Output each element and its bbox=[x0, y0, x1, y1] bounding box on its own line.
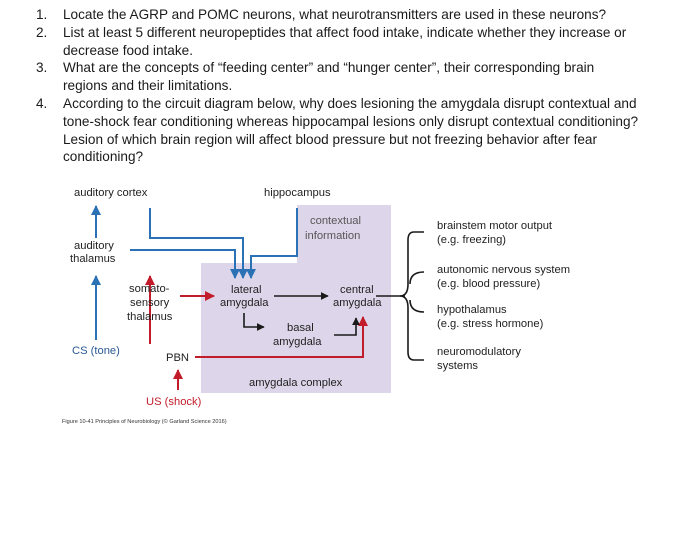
question-text-line: According to the circuit diagram below, … bbox=[63, 95, 637, 111]
question-text-line: tone-shock fear conditioning whereas hip… bbox=[63, 113, 639, 129]
question-4: 4. According to the circuit diagram belo… bbox=[36, 95, 676, 166]
hippocampus-label: hippocampus bbox=[264, 187, 331, 199]
pbn-to-central-pathway bbox=[195, 316, 368, 358]
contextual-information-label: contextual information bbox=[305, 215, 364, 242]
question-text-line: List at least 5 different neuropeptides … bbox=[63, 24, 627, 40]
basal-amygdala-label: basal amygdala bbox=[273, 322, 322, 348]
auditory-thalamus-label: auditory thalamus bbox=[70, 240, 117, 265]
thalamus-to-lateral-pathway bbox=[130, 249, 240, 279]
question-list: 1. Locate the AGRP and POMC neurons, wha… bbox=[36, 6, 676, 166]
auditory-cortex-label: auditory cortex bbox=[74, 187, 148, 199]
output-neuromodulatory-systems: neuromodulatory systems bbox=[437, 346, 524, 372]
output-autonomic-nervous-system: autonomic nervous system (e.g. blood pre… bbox=[437, 264, 573, 290]
question-3: 3. What are the concepts of “feeding cen… bbox=[36, 59, 676, 95]
hippocampus-to-lateral-pathway bbox=[246, 208, 298, 279]
question-text-line: Locate the AGRP and POMC neurons, what n… bbox=[63, 7, 607, 22]
question-number: 2. bbox=[36, 24, 48, 40]
cortex-to-lateral-pathway bbox=[149, 208, 248, 279]
us-shock-label: US (shock) bbox=[146, 396, 202, 408]
question-number: 4. bbox=[36, 95, 48, 111]
question-number: 3. bbox=[36, 60, 48, 76]
output-bracket-inner bbox=[409, 271, 425, 313]
question-text-line: regions and their limitations. bbox=[63, 78, 233, 94]
somatosensory-thalamus-label: somato- sensory thalamus bbox=[127, 283, 173, 323]
central-amygdala-label: central amygdala bbox=[333, 284, 382, 309]
output-brainstem-motor: brainstem motor output (e.g. freezing) bbox=[437, 220, 555, 246]
lateral-to-basal-arrow bbox=[243, 313, 265, 331]
question-text-line: conditioning? bbox=[63, 149, 144, 165]
amygdala-complex-label: amygdala complex bbox=[249, 377, 343, 389]
amygdala-complex-region bbox=[201, 263, 391, 393]
cs-tone-label: CS (tone) bbox=[72, 345, 120, 357]
basal-to-central-arrow bbox=[334, 317, 360, 336]
question-2: 2. List at least 5 different neuropeptid… bbox=[36, 24, 676, 60]
hippocampus-region bbox=[297, 205, 391, 263]
question-text-line: decrease food intake. bbox=[63, 42, 193, 58]
lateral-amygdala-label: lateral amygdala bbox=[220, 284, 269, 309]
question-1: 1. Locate the AGRP and POMC neurons, wha… bbox=[36, 6, 676, 24]
question-text-line: Lesion of which brain region will affect… bbox=[63, 131, 597, 147]
question-number: 1. bbox=[36, 7, 48, 22]
output-bracket bbox=[399, 231, 424, 361]
question-text-line: What are the concepts of “feeding center… bbox=[63, 60, 595, 76]
pbn-label: PBN bbox=[166, 352, 189, 364]
figure-caption: Figure 10-41 Principles of Neurobiology … bbox=[62, 418, 227, 425]
output-hypothalamus: hypothalamus (e.g. stress hormone) bbox=[437, 304, 544, 330]
